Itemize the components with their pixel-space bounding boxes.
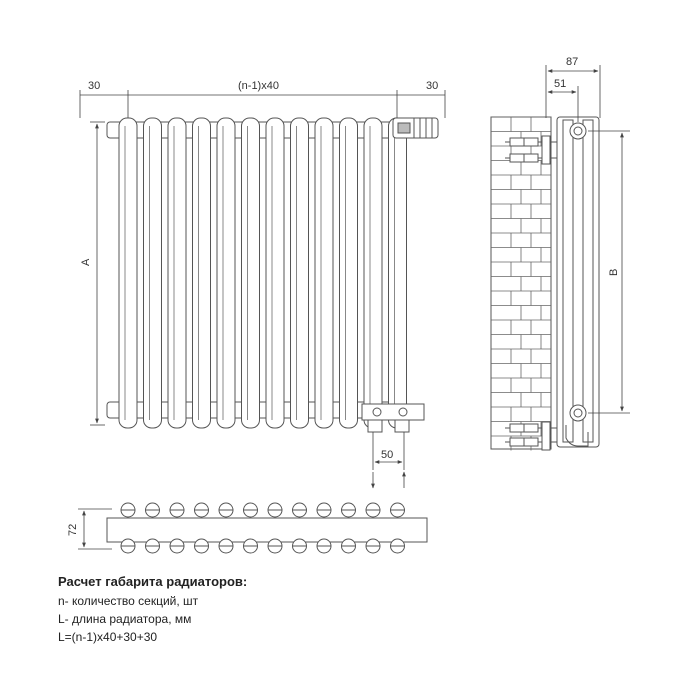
radiator-section: [192, 117, 211, 429]
radiator-section: [241, 117, 260, 429]
top-dimensions: [78, 508, 112, 550]
bracket-bottom: [505, 421, 560, 451]
calculation-title: Расчет габарита радиаторов:: [58, 574, 248, 589]
dim-axis-distance-b: B: [608, 269, 620, 276]
note-length: L- длина радиатора, мм: [58, 612, 192, 626]
dim-pitch: (n-1)x40: [238, 80, 279, 92]
dim-connection-distance: 50: [381, 449, 393, 461]
dim-right-offset: 30: [426, 80, 438, 92]
radiator-section: [339, 117, 358, 429]
dim-depth-87: 87: [566, 56, 578, 68]
top-view-tubes: [120, 502, 405, 554]
note-sections: n- количество секций, шт: [58, 594, 199, 608]
bottom-connection-block: [361, 403, 425, 433]
note-formula: L=(n-1)x40+30+30: [58, 630, 158, 644]
radiator-section: [290, 117, 309, 429]
side-view: [490, 116, 600, 451]
radiator-profile: [556, 116, 600, 448]
dim-left-offset: 30: [88, 80, 100, 92]
front-view: [106, 117, 439, 433]
radiator-section: [388, 117, 407, 429]
bracket-top: [505, 135, 560, 165]
radiator-section: [118, 117, 138, 429]
radiator-section: [167, 117, 187, 429]
radiator-section: [265, 117, 285, 429]
side-dimensions: [545, 65, 630, 414]
front-dimensions: [79, 90, 446, 489]
top-view-body: [106, 517, 428, 543]
top-view: [106, 502, 428, 554]
radiator-section: [143, 117, 162, 429]
radiator-sections: [118, 117, 407, 429]
radiator-section: [363, 117, 383, 429]
dim-width-72: 72: [67, 524, 79, 536]
radiator-section: [314, 117, 334, 429]
dim-height-a: A: [80, 258, 92, 266]
thermostatic-valve: [392, 117, 439, 139]
dim-depth-51: 51: [554, 78, 566, 90]
radiator-section: [216, 117, 236, 429]
